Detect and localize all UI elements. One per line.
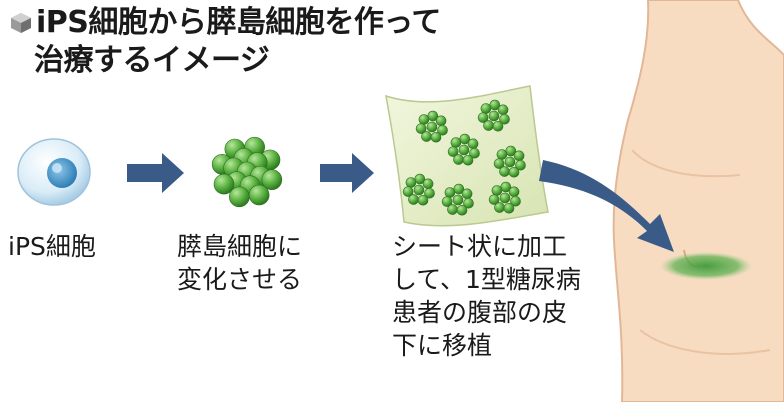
implanted-sheet <box>660 252 752 280</box>
cube-icon <box>11 13 31 33</box>
right-arrow-icon <box>127 153 184 193</box>
step-2-caption: 膵島細胞に 変化させる <box>177 232 303 294</box>
step-3-caption: シート状に加工 して、1型糖尿病 患者の腹部の皮 下に移植 <box>392 232 581 360</box>
ips-cell-icon <box>17 138 91 206</box>
curved-arrow-icon <box>539 160 674 252</box>
right-arrow-icon <box>320 153 374 193</box>
step-1-caption: iPS細胞 <box>8 232 96 261</box>
human-body <box>612 0 784 402</box>
islet-cluster-icon <box>211 136 283 208</box>
title-line-1: iPS細胞から膵島細胞を作って <box>36 5 441 40</box>
cell-sheet-icon <box>385 85 549 227</box>
title-line-2: 治療するイメージ <box>34 43 270 78</box>
page-title: iPS細胞から膵島細胞を作って 治療するイメージ <box>10 4 441 80</box>
